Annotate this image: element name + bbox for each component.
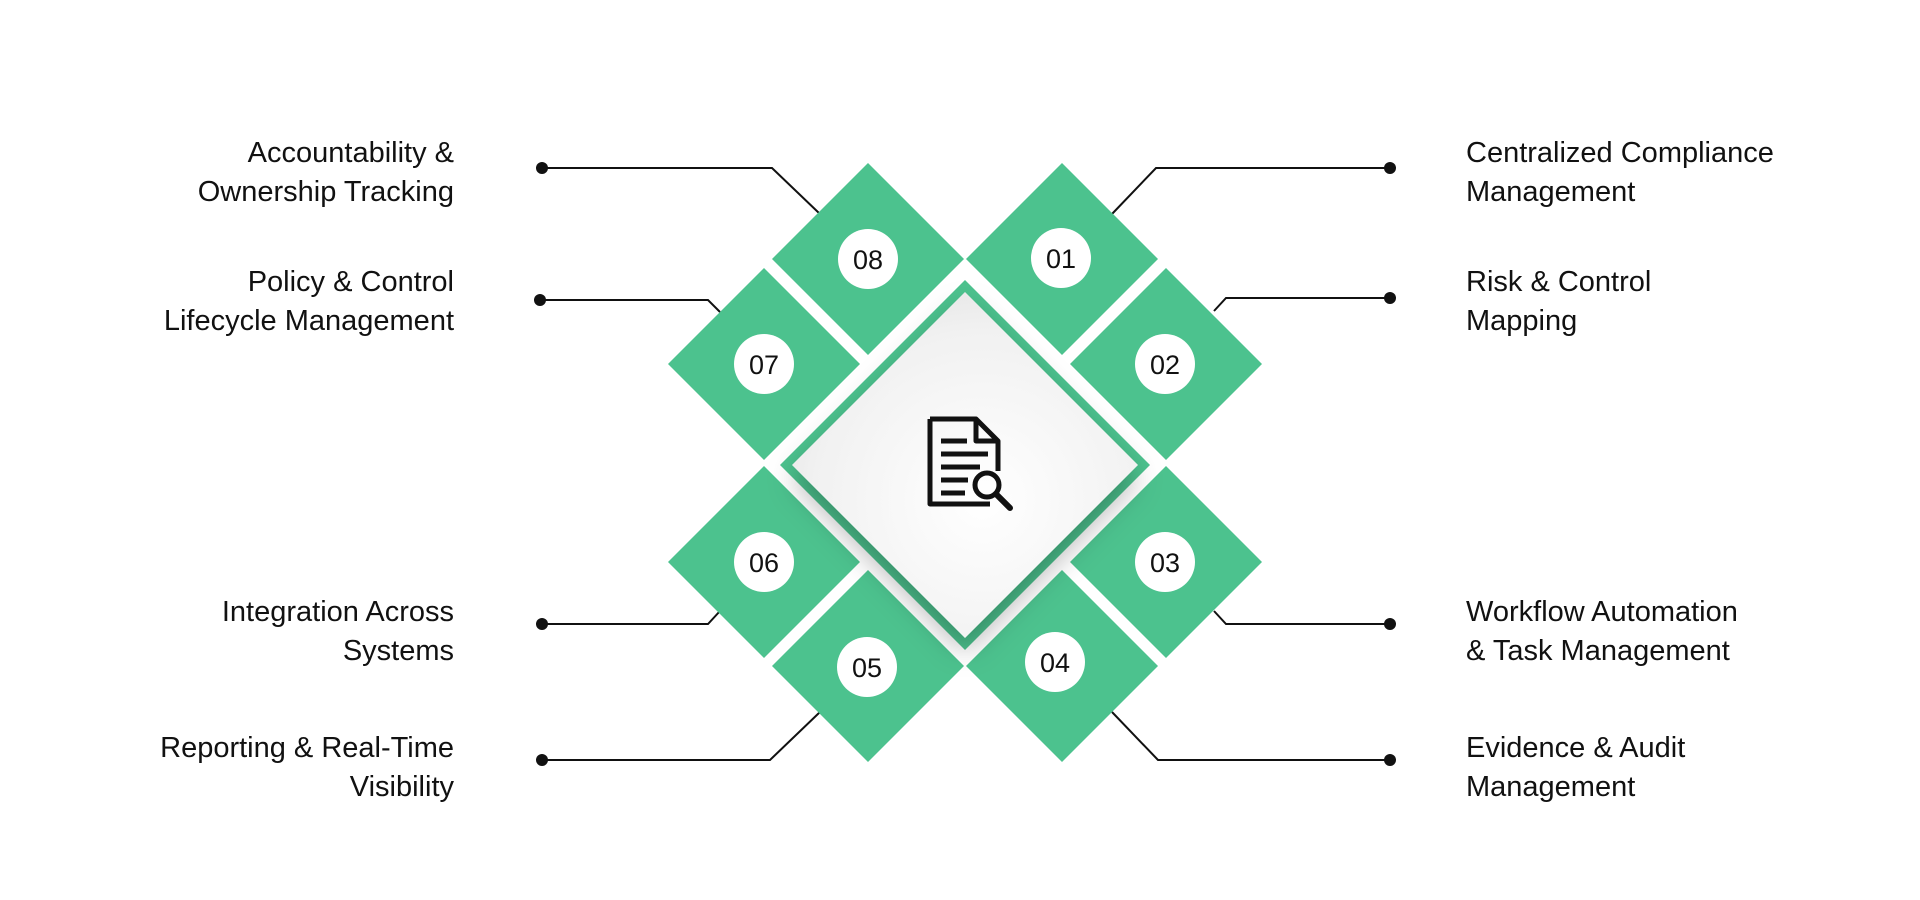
number-01: 01 — [1046, 244, 1076, 274]
connector-04 — [1111, 711, 1396, 766]
badge-03: 03 — [1135, 532, 1195, 592]
number-03: 03 — [1150, 548, 1180, 578]
number-05: 05 — [852, 653, 882, 683]
badge-01: 01 — [1031, 228, 1091, 288]
document-search-icon — [927, 416, 1013, 511]
connector-07 — [534, 294, 721, 313]
connector-01 — [1111, 162, 1396, 215]
connector-02 — [1213, 292, 1396, 312]
badge-06: 06 — [734, 532, 794, 592]
number-04: 04 — [1040, 648, 1070, 678]
connector-08 — [536, 162, 821, 215]
badge-08: 08 — [838, 229, 898, 289]
label-03: Workflow Automation & Task Management — [1466, 596, 1738, 667]
connector-05 — [536, 711, 821, 766]
label-04: Evidence & Audit Management — [1466, 732, 1686, 803]
label-06: Integration Across Systems — [221, 596, 454, 667]
badge-07: 07 — [734, 334, 794, 394]
label-08: Accountability & Ownership Tracking — [197, 137, 454, 208]
connector-03 — [1213, 610, 1396, 630]
label-07: Policy & Control Lifecycle Management — [163, 266, 454, 337]
number-06: 06 — [749, 548, 779, 578]
badge-04: 04 — [1025, 632, 1085, 692]
label-01: Centralized Compliance Management — [1466, 137, 1774, 208]
badge-05: 05 — [837, 637, 897, 697]
badge-02: 02 — [1135, 334, 1195, 394]
number-07: 07 — [749, 350, 779, 380]
number-02: 02 — [1150, 350, 1180, 380]
label-02: Risk & Control Mapping — [1466, 266, 1652, 337]
number-08: 08 — [853, 245, 883, 275]
connector-06 — [536, 610, 721, 630]
label-05: Reporting & Real-Time Visibility — [160, 732, 454, 803]
